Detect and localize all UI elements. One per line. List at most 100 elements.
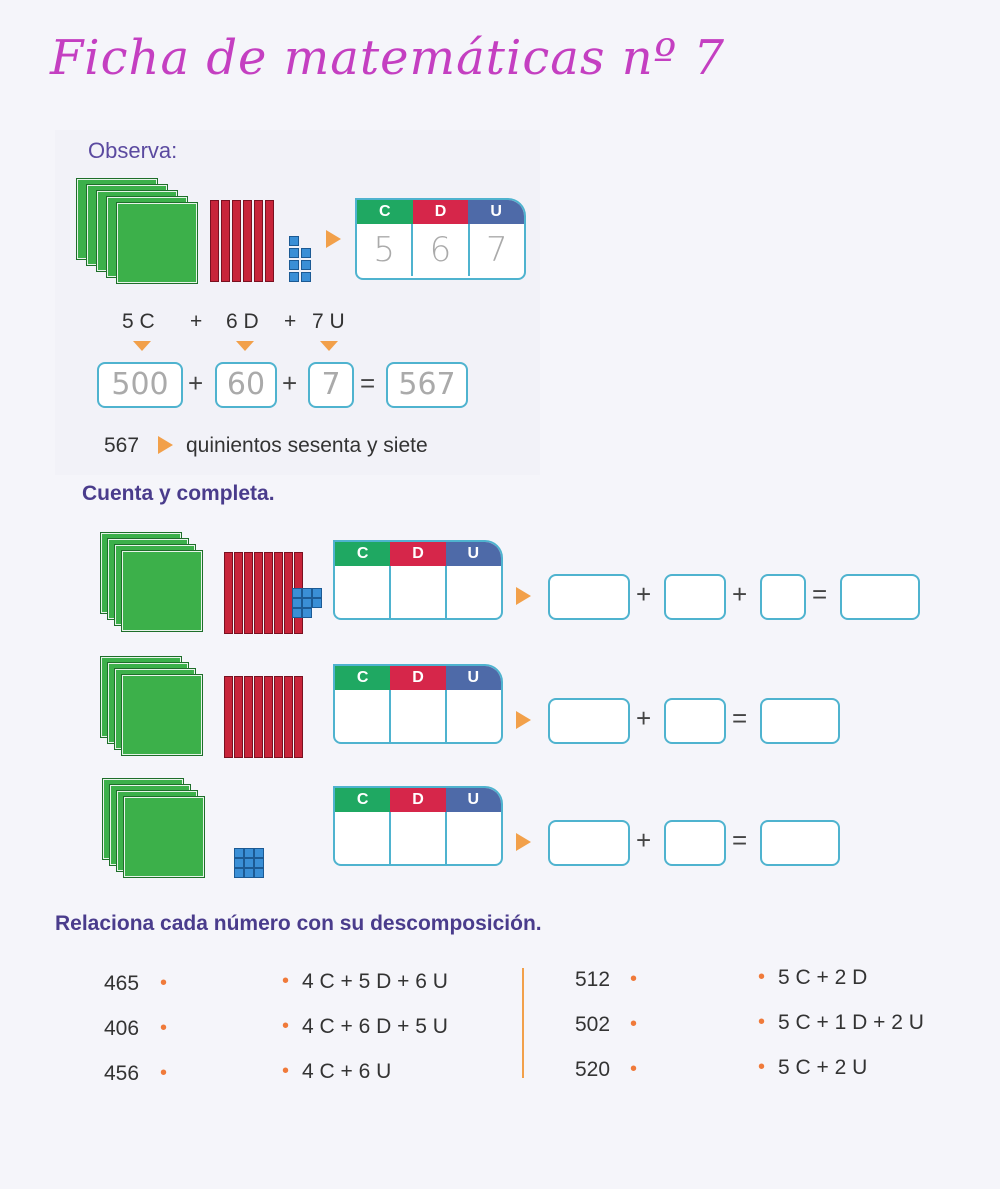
unit-cube <box>312 598 322 608</box>
answer-box[interactable] <box>548 820 630 866</box>
answer-box[interactable] <box>548 574 630 620</box>
answer-box[interactable] <box>760 574 806 620</box>
match-dot[interactable]: • <box>282 970 290 992</box>
unit-cube <box>292 598 302 608</box>
ten-rod <box>210 200 219 282</box>
right-decomposition: 5 C + 2 U <box>778 1056 868 1079</box>
cdu-header-u: U <box>445 542 501 566</box>
part-units: 7 U <box>312 310 345 333</box>
ten-rod <box>224 676 233 758</box>
unit-cube <box>234 868 244 878</box>
hundred-block <box>123 796 205 878</box>
match-dot[interactable]: • <box>758 966 766 988</box>
right-number: 520 <box>575 1058 611 1081</box>
match-dot[interactable]: • <box>282 1015 290 1037</box>
cdu-answer-cell[interactable] <box>391 812 447 864</box>
unit-cube <box>302 598 312 608</box>
plus-sign: + <box>732 579 748 609</box>
answer-box[interactable] <box>548 698 630 744</box>
unit-cube <box>254 868 264 878</box>
ten-rod <box>234 552 243 634</box>
cdu-answer-cell[interactable] <box>447 690 501 742</box>
cdu-answer-cell[interactable] <box>335 566 391 618</box>
page-title: Ficha de matemáticas nº 7 <box>50 30 725 86</box>
match-dot[interactable]: • <box>282 1060 290 1082</box>
sum-result: 567 <box>386 362 468 408</box>
match-dot[interactable]: • <box>630 968 638 990</box>
answer-box[interactable] <box>664 698 726 744</box>
match-dot[interactable]: • <box>160 1017 168 1039</box>
observa-cdu-table: C D U 5 6 7 <box>355 198 526 280</box>
cdu-answer-cell[interactable] <box>391 690 447 742</box>
ten-rod <box>254 200 263 282</box>
unit-cube <box>254 858 264 868</box>
cdu-digit-c: 5 <box>357 224 414 276</box>
cdu-digit-d: 6 <box>413 224 470 276</box>
ten-rod <box>254 676 263 758</box>
reading-number: 567 <box>104 434 140 457</box>
unit-cube <box>289 236 299 246</box>
hundred-block <box>121 550 203 632</box>
arrow-right-icon <box>516 711 531 729</box>
match-dot[interactable]: • <box>758 1056 766 1078</box>
unit-cube <box>254 848 264 858</box>
relaciona-label: Relaciona cada número con su descomposic… <box>55 912 542 935</box>
unit-cube <box>292 588 302 598</box>
right-number: 512 <box>575 968 611 991</box>
sum-plus: + <box>282 368 298 398</box>
arrow-down-icon <box>236 341 254 351</box>
ten-rod <box>243 200 252 282</box>
cdu-header-u: U <box>468 200 524 224</box>
right-decomposition: 5 C + 1 D + 2 U <box>778 1011 924 1034</box>
match-dot[interactable]: • <box>630 1013 638 1035</box>
left-number: 406 <box>104 1017 140 1040</box>
hundred-block <box>121 674 203 756</box>
cdu-answer-cell[interactable] <box>447 566 501 618</box>
sum-term-tens: 60 <box>215 362 277 408</box>
ten-rod <box>224 552 233 634</box>
unit-cube <box>302 588 312 598</box>
match-dot[interactable]: • <box>630 1058 638 1080</box>
arrow-down-icon <box>133 341 151 351</box>
unit-cube <box>234 858 244 868</box>
plus-sign: + <box>636 579 652 609</box>
result-box[interactable] <box>840 574 920 620</box>
cdu-answer-cell[interactable] <box>391 566 447 618</box>
unit-cube <box>301 260 311 270</box>
answer-box[interactable] <box>664 820 726 866</box>
match-dot[interactable]: • <box>160 972 168 994</box>
reading-words: quinientos sesenta y siete <box>186 434 428 457</box>
cdu-header-c: C <box>335 542 391 566</box>
match-dot[interactable]: • <box>160 1062 168 1084</box>
right-decomposition: 5 C + 2 D <box>778 966 868 989</box>
result-box[interactable] <box>760 698 840 744</box>
unit-cube <box>302 608 312 618</box>
unit-cube <box>289 260 299 270</box>
cdu-header-d: D <box>390 542 446 566</box>
result-box[interactable] <box>760 820 840 866</box>
match-dot[interactable]: • <box>758 1011 766 1033</box>
equals-sign: = <box>732 703 748 733</box>
unit-cube <box>244 858 254 868</box>
ten-rod <box>274 552 283 634</box>
arrow-right-icon <box>326 230 341 248</box>
cdu-answer-cell[interactable] <box>335 812 391 864</box>
ten-rod <box>254 552 263 634</box>
left-decomposition: 4 C + 6 U <box>302 1060 392 1083</box>
cdu-answer-cell[interactable] <box>447 812 501 864</box>
ten-rod <box>234 676 243 758</box>
unit-cube <box>234 848 244 858</box>
cdu-header-d: D <box>390 788 446 812</box>
answer-box[interactable] <box>664 574 726 620</box>
ten-rod <box>294 676 303 758</box>
equals-sign: = <box>812 579 828 609</box>
cuenta-label: Cuenta y completa. <box>82 482 275 505</box>
unit-cube <box>312 588 322 598</box>
observa-label: Observa: <box>88 138 178 163</box>
left-number: 456 <box>104 1062 140 1085</box>
cdu-answer-cell[interactable] <box>335 690 391 742</box>
cdu-header-c: C <box>335 788 391 812</box>
